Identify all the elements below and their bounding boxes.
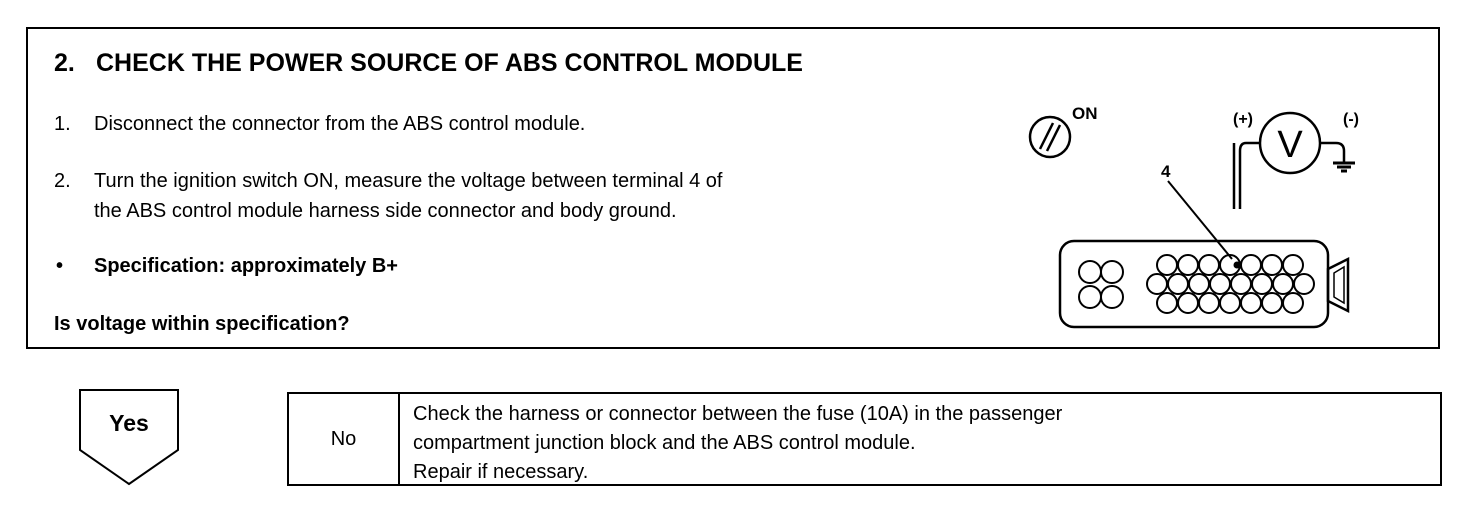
check-title-text: CHECK THE POWER SOURCE OF ABS CONTROL MO…: [96, 49, 803, 77]
spec-bullet: •: [56, 255, 64, 277]
specification-text: Specification: approximately B+: [94, 255, 398, 277]
step-text: the ABS control module harness side conn…: [94, 200, 677, 222]
terminal-pointer-line: [1167, 180, 1233, 260]
no-action-line: compartment junction block and the ABS c…: [413, 432, 916, 454]
no-result-box: No Check the harness or connector betwee…: [287, 392, 1442, 486]
question: Is voltage within specification?: [54, 313, 350, 335]
connector-icon: [1058, 239, 1350, 329]
voltmeter-icon: V: [1258, 111, 1322, 175]
no-action-line: Check the harness or connector between t…: [413, 403, 1063, 425]
yes-arrow-shape: [79, 389, 179, 486]
yes-label: Yes: [109, 410, 149, 436]
no-label: No: [289, 394, 400, 484]
voltmeter-symbol: V: [1277, 124, 1303, 166]
step-text: Disconnect the connector from the ABS co…: [94, 113, 586, 135]
no-action-line: Repair if necessary.: [413, 461, 589, 483]
voltage-measurement-diagram: ON V (+) (-) 4: [1028, 104, 1359, 329]
positive-lead-label: (+): [1233, 111, 1253, 128]
ignition-switch-icon: [1028, 115, 1072, 159]
check-procedure-box: 2. CHECK THE POWER SOURCE OF ABS CONTROL…: [26, 27, 1440, 349]
step-text: Turn the ignition switch ON, measure the…: [94, 170, 723, 192]
ground-icon: [1333, 161, 1355, 173]
check-number: 2.: [54, 49, 75, 77]
ignition-on-label: ON: [1072, 104, 1098, 123]
step-number: 1.: [54, 113, 71, 135]
positive-lead-wire: [1238, 141, 1260, 209]
terminal-number-label: 4: [1161, 162, 1171, 181]
negative-lead-label: (-): [1343, 111, 1359, 128]
no-action-text: Check the harness or connector between t…: [413, 400, 1062, 487]
negative-lead-wire: [1320, 141, 1346, 163]
step-number: 2.: [54, 170, 71, 192]
